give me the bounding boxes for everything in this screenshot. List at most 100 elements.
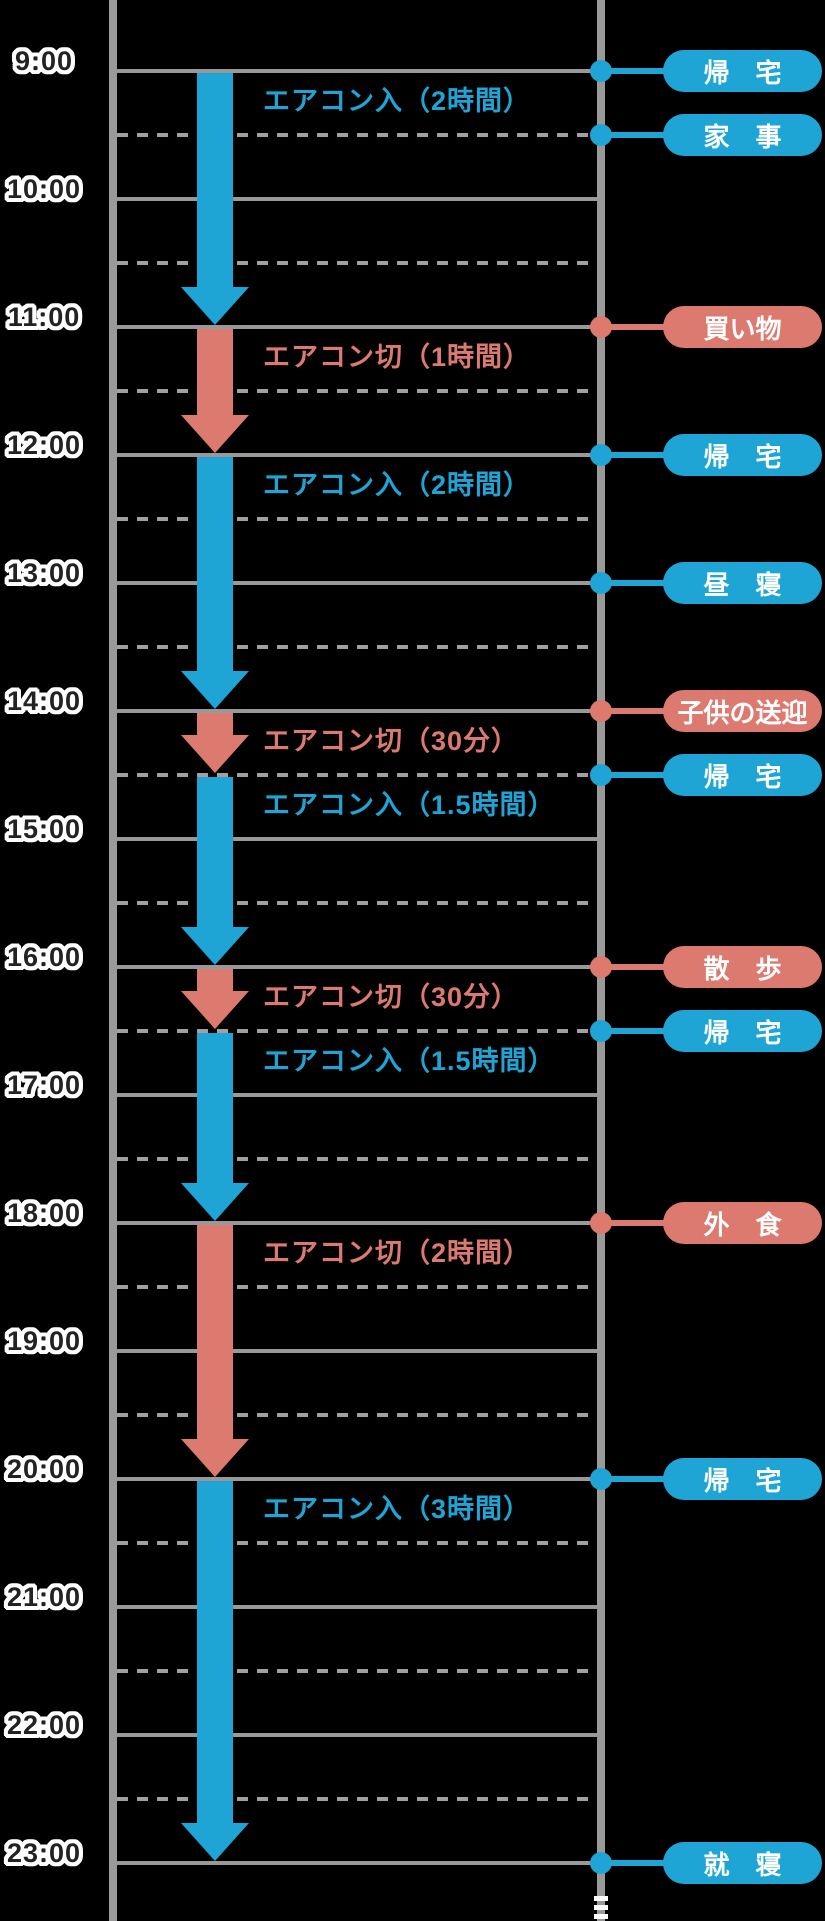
- ac-on-arrow-head: [181, 1823, 249, 1861]
- time-label: 13:00: [6, 558, 82, 588]
- ac-off-arrow-head: [181, 991, 249, 1029]
- event-badge: 帰 宅: [663, 434, 822, 476]
- half-hour-gridline: [117, 1029, 597, 1033]
- event-connector: [601, 1476, 673, 1482]
- time-label: 21:00: [6, 1582, 82, 1612]
- half-hour-gridline: [117, 645, 597, 649]
- ac-on-arrow-body: [197, 1033, 233, 1183]
- event-badge: 就 寝: [663, 1842, 822, 1884]
- event-dot: [590, 1852, 612, 1874]
- event-badge: 家 事: [663, 114, 822, 156]
- event-badge: 買い物: [663, 306, 822, 348]
- time-label: 16:00: [6, 942, 82, 972]
- half-hour-gridline: [117, 1413, 597, 1417]
- axis-break-mark: [594, 1896, 608, 1901]
- event-connector: [601, 708, 673, 714]
- hour-gridline: [117, 965, 597, 969]
- half-hour-gridline: [117, 1541, 597, 1545]
- ac-state-label: エアコン切（30分）: [263, 726, 520, 756]
- event-badge: 帰 宅: [663, 1010, 822, 1052]
- event-dot: [590, 444, 612, 466]
- ac-off-arrow-head: [181, 415, 249, 453]
- event-connector: [601, 68, 673, 74]
- ac-state-label: エアコン入（2時間）: [263, 86, 532, 116]
- event-badge: 帰 宅: [663, 1458, 822, 1500]
- hour-gridline: [117, 325, 597, 329]
- half-hour-gridline: [117, 1669, 597, 1673]
- event-badge: 外 食: [663, 1202, 822, 1244]
- time-label: 20:00: [6, 1454, 82, 1484]
- event-connector: [601, 132, 673, 138]
- ac-state-label: エアコン切（1時間）: [263, 342, 532, 372]
- half-hour-gridline: [117, 1157, 597, 1161]
- time-label: 23:00: [6, 1838, 82, 1868]
- axis-break-mark: [594, 1914, 608, 1919]
- half-hour-gridline: [117, 517, 597, 521]
- ac-on-arrow-body: [197, 1481, 233, 1823]
- event-dot: [590, 572, 612, 594]
- event-badge: 散 歩: [663, 946, 822, 988]
- event-dot: [590, 124, 612, 146]
- ac-on-arrow-head: [181, 671, 249, 709]
- time-label: 17:00: [6, 1070, 82, 1100]
- hour-gridline: [117, 1605, 597, 1609]
- time-label: 14:00: [6, 686, 82, 716]
- timeline-axis-left: [109, 0, 117, 1921]
- hour-gridline: [117, 581, 597, 585]
- ac-on-arrow-head: [181, 1183, 249, 1221]
- time-label: 9:00: [14, 46, 74, 76]
- event-dot: [590, 316, 612, 338]
- event-dot: [590, 1020, 612, 1042]
- ac-off-arrow-body: [197, 329, 233, 415]
- event-connector: [601, 1028, 673, 1034]
- hour-gridline: [117, 1861, 597, 1865]
- half-hour-gridline: [117, 1797, 597, 1801]
- hour-gridline: [117, 709, 597, 713]
- hour-gridline: [117, 1733, 597, 1737]
- event-dot: [590, 60, 612, 82]
- hour-gridline: [117, 1093, 597, 1097]
- hour-gridline: [117, 837, 597, 841]
- time-label: 18:00: [6, 1198, 82, 1228]
- half-hour-gridline: [117, 773, 597, 777]
- event-connector: [601, 324, 673, 330]
- hour-gridline: [117, 1349, 597, 1353]
- ac-state-label: エアコン切（2時間）: [263, 1238, 532, 1268]
- ac-on-arrow-body: [197, 777, 233, 927]
- hour-gridline: [117, 197, 597, 201]
- ac-on-arrow-body: [197, 457, 233, 671]
- half-hour-gridline: [117, 389, 597, 393]
- half-hour-gridline: [117, 1285, 597, 1289]
- axis-break-mark: [594, 1905, 608, 1910]
- ac-off-arrow-body: [197, 969, 233, 991]
- time-label: 19:00: [6, 1326, 82, 1356]
- event-connector: [601, 452, 673, 458]
- event-connector: [601, 964, 673, 970]
- half-hour-gridline: [117, 261, 597, 265]
- event-dot: [590, 956, 612, 978]
- half-hour-gridline: [117, 133, 597, 137]
- event-badge: 帰 宅: [663, 754, 822, 796]
- time-label: 10:00: [6, 174, 82, 204]
- hour-gridline: [117, 69, 597, 73]
- ac-on-arrow-body: [197, 73, 233, 287]
- event-dot: [590, 764, 612, 786]
- ac-state-label: エアコン切（30分）: [263, 982, 520, 1012]
- hour-gridline: [117, 1477, 597, 1481]
- time-label: 11:00: [7, 302, 81, 332]
- half-hour-gridline: [117, 901, 597, 905]
- ac-on-arrow-head: [181, 287, 249, 325]
- event-dot: [590, 1468, 612, 1490]
- event-connector: [601, 1220, 673, 1226]
- time-label: 22:00: [6, 1710, 82, 1740]
- event-connector: [601, 1860, 673, 1866]
- time-label: 15:00: [6, 814, 82, 844]
- hour-gridline: [117, 1221, 597, 1225]
- event-badge: 昼 寝: [663, 562, 822, 604]
- ac-on-arrow-head: [181, 927, 249, 965]
- ac-state-label: エアコン入（1.5時間）: [263, 790, 556, 820]
- ac-off-arrow-body: [197, 713, 233, 735]
- ac-state-label: エアコン入（2時間）: [263, 470, 532, 500]
- ac-off-arrow-body: [197, 1225, 233, 1439]
